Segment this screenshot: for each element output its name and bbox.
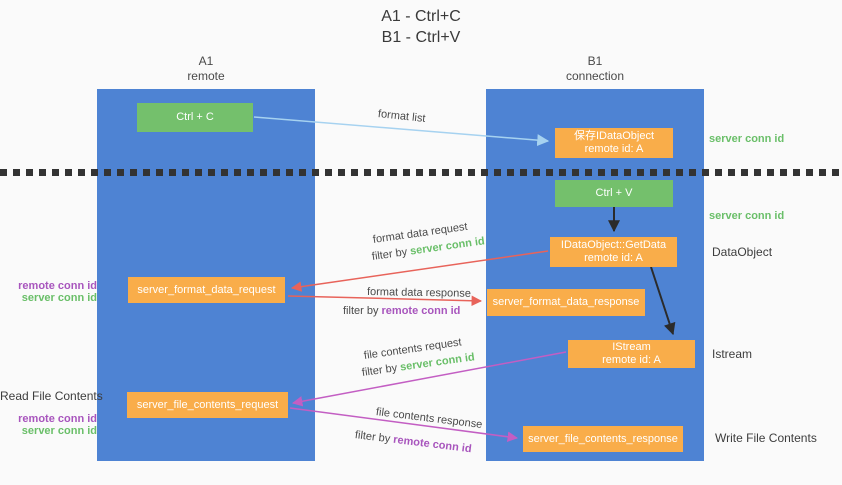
right-column-name: B1 — [587, 54, 603, 68]
idataobject-getdata-node: IDataObject::GetData remote id: A — [550, 237, 677, 267]
remote-conn-id-annotation-top: remote conn id — [18, 280, 97, 292]
ctrl-c-label: Ctrl + C — [176, 111, 214, 123]
title-line-ctrl-c: A1 - Ctrl+C — [381, 8, 461, 25]
istream-line2: remote id: A — [602, 354, 661, 366]
ctrl-v-node: Ctrl + V — [555, 180, 673, 207]
idataobject-getdata-line1: IDataObject::GetData — [560, 239, 667, 251]
filter-by-text: filter by — [343, 305, 379, 317]
server-conn-id-annotation-left-top: server conn id — [21, 292, 97, 304]
save-idataobject-node: 保存IDataObject remote id: A — [555, 128, 673, 158]
file-contents-response-label: file contents response — [375, 406, 483, 431]
save-idataobject-line2: remote id: A — [584, 143, 644, 155]
remote-conn-id-term: remote conn id — [392, 433, 473, 456]
filter-by-text: filter by — [361, 362, 398, 379]
server-conn-id-annotation-top: server conn id — [709, 133, 785, 145]
ctrl-c-node: Ctrl + C — [137, 103, 253, 132]
istream-line1: IStream — [612, 341, 651, 353]
format-list-label: format list — [377, 108, 427, 125]
remote-conn-id-annotation-bottom: remote conn id — [18, 413, 97, 425]
diagram-title: A1 - Ctrl+C B1 - Ctrl+V — [0, 6, 842, 48]
file-contents-response-filter-label: filter by remote conn id — [354, 429, 472, 455]
left-column-name: A1 — [198, 54, 214, 68]
server-file-contents-response-label: server_file_contents_response — [528, 432, 678, 445]
istream-node: IStream remote id: A — [568, 340, 695, 368]
filter-by-text: filter by — [354, 429, 391, 446]
server-conn-id-annotation-mid: server conn id — [709, 210, 785, 222]
format-data-response-filter-label: filter by remote conn id — [343, 305, 460, 317]
server-format-data-request-node: server_format_data_request — [128, 277, 285, 303]
server-file-contents-response-node: server_file_contents_response — [523, 426, 683, 452]
server-format-data-response-label: server_format_data_response — [492, 296, 640, 308]
save-idataobject-line1: 保存IDataObject — [573, 130, 655, 142]
format-data-response-label: format data response — [366, 286, 472, 300]
server-format-data-request-label: server_format_data_request — [137, 283, 276, 296]
right-column-header: B1 connection — [486, 54, 704, 84]
left-column-subtitle: remote — [187, 69, 225, 83]
filter-by-text: filter by — [371, 246, 408, 263]
right-column-subtitle: connection — [565, 69, 625, 83]
write-file-contents-annotation: Write File Contents — [715, 431, 817, 445]
server-conn-id-annotation-left-bottom: server conn id — [21, 425, 97, 437]
server-file-contents-request-label: server_file_contents_request — [136, 398, 279, 411]
dataobject-annotation: DataObject — [712, 245, 773, 259]
left-column-header: A1 remote — [97, 54, 315, 84]
ctrl-v-label: Ctrl + V — [595, 187, 633, 199]
remote-conn-id-term: remote conn id — [381, 305, 461, 317]
server-file-contents-request-node: server_file_contents_request — [127, 392, 288, 418]
istream-annotation: Istream — [712, 347, 753, 361]
copy-paste-separator-line — [0, 169, 842, 176]
server-format-data-response-node: server_format_data_response — [487, 289, 645, 316]
title-line-ctrl-v: B1 - Ctrl+V — [381, 29, 461, 46]
read-file-contents-annotation: Read File Contents — [0, 389, 103, 403]
idataobject-getdata-line2: remote id: A — [584, 252, 643, 264]
